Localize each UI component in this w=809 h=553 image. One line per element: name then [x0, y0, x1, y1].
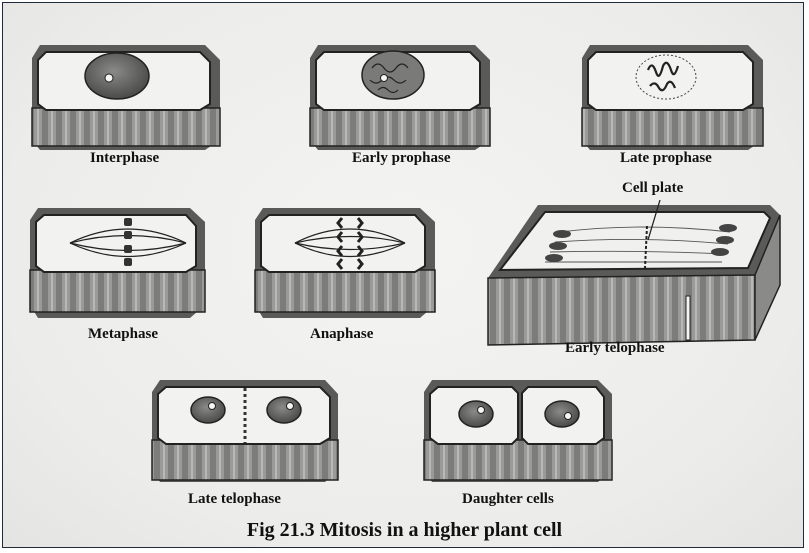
nucleus-left: [459, 401, 493, 427]
interphase-cell: [32, 45, 220, 150]
late-telophase-cell: [152, 380, 338, 482]
nucleus: [85, 53, 149, 99]
daughter-nucleus-left: [191, 397, 225, 423]
late-prophase-cell: [582, 45, 763, 150]
early-prophase-cell: [310, 45, 490, 150]
label-early-telophase: Early telophase: [565, 340, 665, 357]
label-late-telophase: Late telophase: [188, 491, 281, 508]
daughter-cells: [424, 380, 612, 482]
label-anaphase: Anaphase: [310, 326, 373, 343]
label-early-prophase: Early prophase: [352, 150, 451, 167]
label-late-prophase: Late prophase: [620, 150, 712, 167]
label-cell-plate: Cell plate: [622, 180, 683, 197]
nucleus: [362, 51, 424, 99]
label-interphase: Interphase: [90, 150, 159, 167]
label-daughter-cells: Daughter cells: [462, 491, 554, 508]
anaphase-cell: [255, 208, 435, 318]
daughter-nucleus-right: [267, 397, 301, 423]
metaphase-cell: [30, 208, 205, 318]
early-telophase-cell: [488, 200, 780, 345]
figure-caption: Fig 21.3 Mitosis in a higher plant cell: [0, 519, 809, 542]
label-metaphase: Metaphase: [88, 326, 158, 343]
nucleus-right: [545, 401, 579, 427]
nucleolus: [105, 74, 113, 82]
